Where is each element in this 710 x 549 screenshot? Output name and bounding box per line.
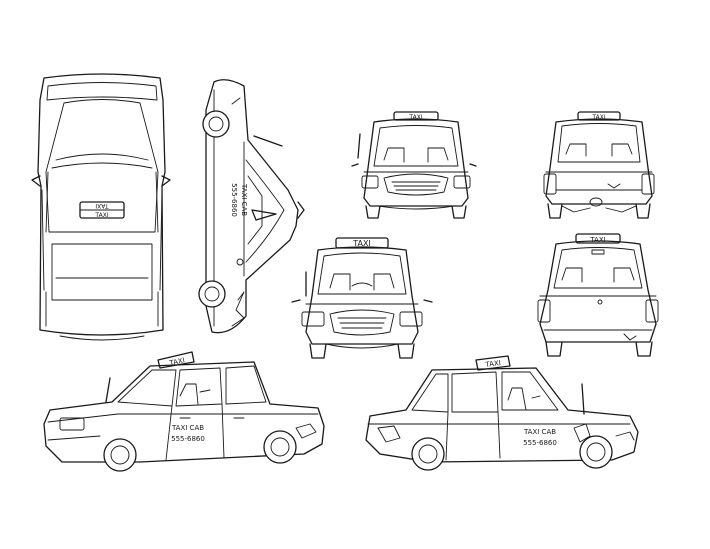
taxi-side-left-view: TAXI TAXI CAB 555-6860 xyxy=(43,351,325,472)
taxi-front-close-view: TAXI xyxy=(291,237,433,359)
taxi-rear-view: TAXI xyxy=(543,111,655,219)
livery-name-bottom: TAXI CAB xyxy=(240,183,248,216)
roof-sign-label-rear: TAXI xyxy=(591,114,605,121)
livery-phone-side-right: 555-6860 xyxy=(523,439,557,447)
roof-sign-label-rear-close: TAXI xyxy=(589,236,605,244)
taxi-bottom-view: TAXI CAB 555-6860 xyxy=(198,79,305,334)
roof-sign-label-top-lower: TAXI xyxy=(94,212,108,219)
roof-sign-label-top-upper: TAXI xyxy=(95,202,109,209)
taxi-top-view: TAXI TAXI xyxy=(31,73,171,341)
taxi-side-right-view: TAXI TAXI CAB 555-6860 xyxy=(365,355,639,471)
livery-phone-side-left: 555-6860 xyxy=(171,435,205,443)
roof-sign-label-front: TAXI xyxy=(408,114,422,121)
taxi-front-view: TAXI xyxy=(351,111,477,219)
livery-name-side-left: TAXI CAB xyxy=(171,424,204,432)
roof-sign-label-side-left: TAXI xyxy=(168,356,186,367)
roof-sign-label-side-right: TAXI xyxy=(484,359,501,369)
livery-name-side-right: TAXI CAB xyxy=(523,428,556,436)
livery-phone-bottom: 555-6860 xyxy=(230,183,238,217)
taxi-rear-close-view: TAXI xyxy=(537,233,659,357)
roof-sign-label-front-close: TAXI xyxy=(352,239,371,248)
